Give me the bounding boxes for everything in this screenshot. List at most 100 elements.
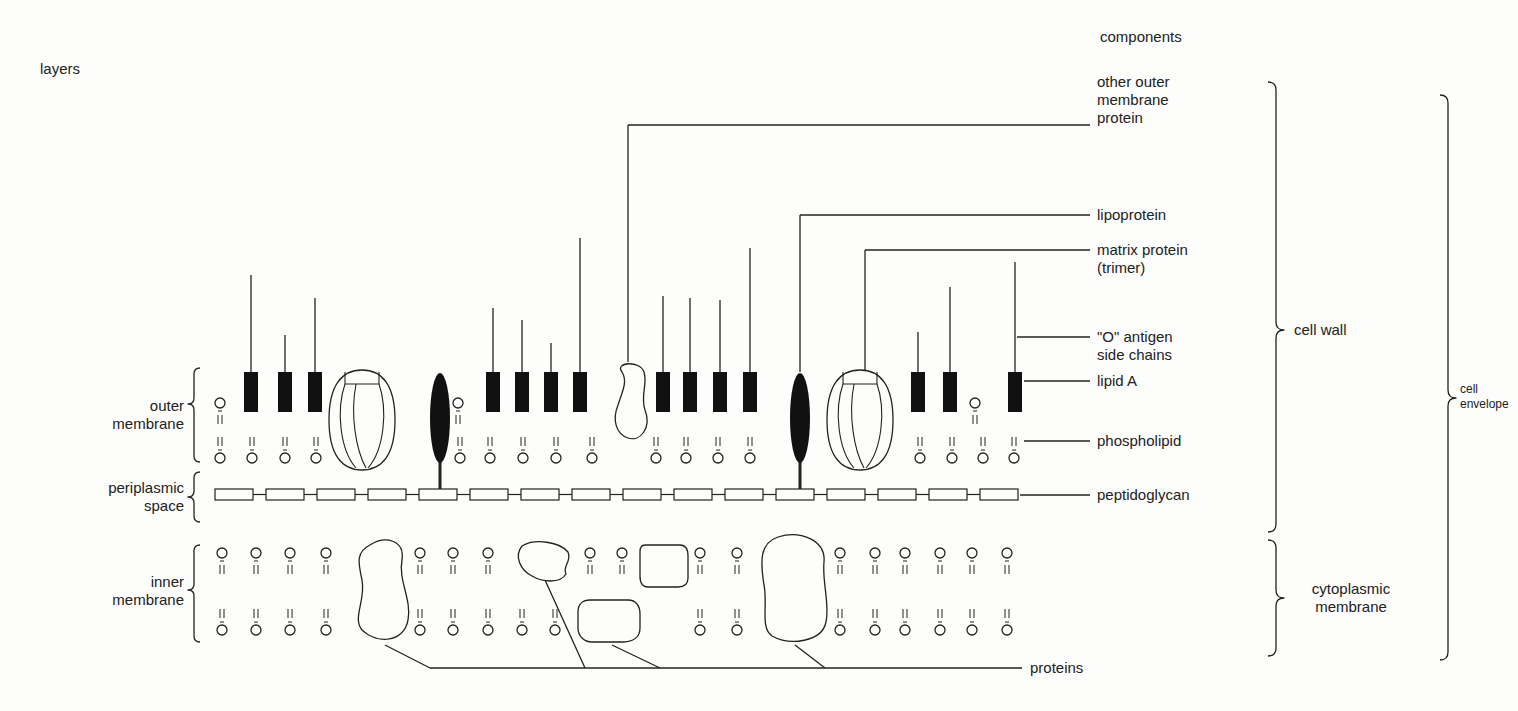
phospholipid-tail	[224, 565, 225, 574]
peptidoglycan-unit	[929, 489, 967, 500]
phospholipid-tail	[254, 565, 255, 574]
peptidoglycan-link	[814, 494, 827, 495]
peptidoglycan-unit	[776, 489, 814, 500]
phospholipid-head	[517, 625, 527, 635]
phospholipid-tail	[328, 565, 329, 574]
phospholipid-head	[732, 625, 742, 635]
phospholipid-tail	[324, 561, 328, 562]
phospholipid-tail	[838, 622, 842, 623]
cell-envelope-brace	[1440, 95, 1456, 660]
phospholipid-tail	[903, 609, 904, 618]
phospholipid-tail	[422, 565, 423, 574]
phospholipid-tail	[220, 609, 221, 618]
phospholipid-tail	[918, 437, 919, 446]
phospholipid-head	[518, 453, 528, 463]
part-label: lipoprotein	[1097, 206, 1166, 224]
leader-line	[385, 645, 430, 668]
phospholipid-head	[713, 453, 723, 463]
phospholipid-tail	[873, 609, 874, 618]
phospholipid-tail	[938, 622, 942, 623]
phospholipid-tail	[288, 561, 292, 562]
phospholipid-tail	[220, 565, 221, 574]
phospholipid-tail	[735, 565, 736, 574]
phospholipid-head	[247, 453, 257, 463]
phospholipid-tail	[283, 450, 287, 451]
peptidoglycan-unit	[878, 489, 916, 500]
phospholipid-head	[915, 453, 925, 463]
phospholipid-head	[587, 453, 597, 463]
phospholipid-head	[321, 625, 331, 635]
part-label: phospholipid	[1097, 432, 1181, 450]
leader-line	[627, 125, 628, 362]
phospholipid-tail	[594, 437, 595, 446]
phospholipid-tail	[492, 437, 493, 446]
phospholipid-tail	[455, 565, 456, 574]
phospholipid-head	[967, 548, 977, 558]
lipoprotein	[790, 373, 810, 463]
phospholipid-tail	[254, 609, 255, 618]
o-antigen-chain	[550, 343, 551, 372]
phospholipid-tail	[486, 622, 490, 623]
phospholipid-head	[900, 548, 910, 558]
lipid-a-block	[515, 372, 529, 412]
phospholipid-tail	[218, 411, 222, 412]
part-label: cell envelope	[1460, 382, 1514, 412]
phospholipid-head	[483, 625, 493, 635]
leader-line	[545, 580, 585, 668]
phospholipid-tail	[220, 622, 224, 623]
phospholipid-tail	[970, 565, 971, 574]
membrane-protein	[518, 542, 569, 581]
phospholipid-tail	[486, 561, 490, 562]
peptidoglycan-unit	[266, 489, 304, 500]
phospholipid-tail	[490, 609, 491, 618]
phospholipid-head	[453, 398, 463, 408]
phospholipid-tail	[521, 450, 525, 451]
phospholipid-tail	[684, 437, 685, 446]
phospholipid-head	[947, 453, 957, 463]
layer-brace	[188, 472, 200, 522]
phospholipid-tail	[524, 609, 525, 618]
phospholipid-tail	[462, 437, 463, 446]
phospholipid-tail	[451, 622, 455, 623]
phospholipid-head	[1002, 548, 1012, 558]
lipid-a-block	[911, 372, 925, 412]
peptidoglycan-link	[763, 494, 776, 495]
o-antigen-chain	[521, 320, 522, 372]
peptidoglycan-unit	[980, 489, 1018, 500]
peptidoglycan-link	[508, 494, 521, 495]
matrix-protein-subunit	[368, 384, 384, 468]
part-label: matrix protein (trimer)	[1097, 241, 1215, 277]
phospholipid-tail	[974, 609, 975, 618]
phospholipid-tail	[292, 565, 293, 574]
phospholipid-tail	[907, 565, 908, 574]
phospholipid-tail	[318, 437, 319, 446]
phospholipid-tail	[250, 437, 251, 446]
leader-line	[430, 667, 1022, 668]
phospholipid-tail	[283, 437, 284, 446]
phospholipid-tail	[735, 561, 739, 562]
o-antigen-chain	[284, 335, 285, 372]
leader-line	[612, 645, 660, 668]
leader-line	[1024, 440, 1090, 441]
phospholipid-tail	[521, 437, 522, 446]
phospholipid-tail	[1009, 565, 1010, 574]
phospholipid-tail	[922, 437, 923, 446]
phospholipid-tail	[288, 565, 289, 574]
phospholipid-tail	[254, 561, 258, 562]
phospholipid-tail	[970, 609, 971, 618]
phospholipid-head	[695, 548, 705, 558]
peptidoglycan-link	[304, 494, 317, 495]
phospholipid-tail	[873, 622, 877, 623]
phospholipid-tail	[254, 437, 255, 446]
phospholipid-head	[448, 548, 458, 558]
phospholipid-tail	[985, 437, 986, 446]
phospholipid-tail	[658, 437, 659, 446]
phospholipid-head	[483, 548, 493, 558]
phospholipid-tail	[520, 622, 524, 623]
phospholipid-tail	[220, 561, 224, 562]
phospholipid-tail	[1005, 609, 1006, 618]
phospholipid-tail	[456, 411, 460, 412]
phospholipid-head	[550, 625, 560, 635]
phospholipid-tail	[218, 450, 222, 451]
peptidoglycan-link	[559, 494, 572, 495]
